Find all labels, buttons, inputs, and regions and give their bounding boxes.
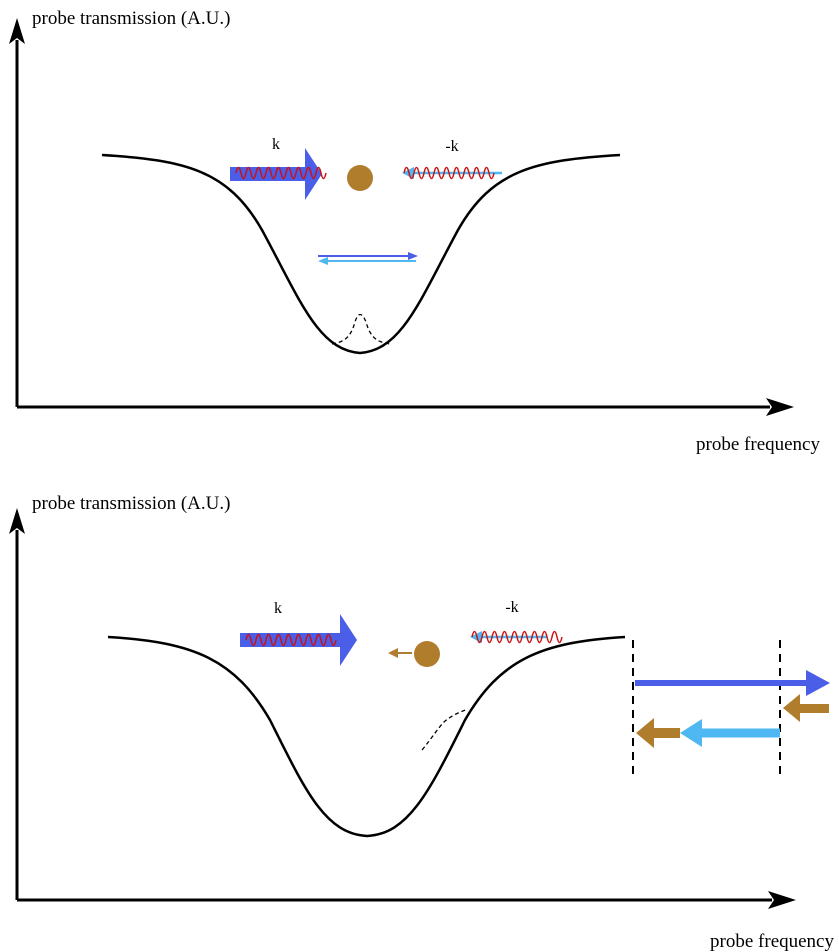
beam-label-minus-k-top: -k bbox=[445, 138, 458, 155]
atom-velocity-head-bottom bbox=[388, 648, 398, 658]
equal-arrow-right-head-top bbox=[408, 252, 418, 260]
atom-shift-arrow-right bbox=[783, 694, 829, 722]
x-axis-top-arrowhead bbox=[766, 398, 794, 416]
panel-bottom: probe transmission (A.U.) probe frequenc… bbox=[9, 493, 834, 952]
beam-label-k-top: k bbox=[272, 136, 280, 153]
atom-top bbox=[347, 165, 373, 191]
equal-arrow-left-head-top bbox=[318, 257, 328, 265]
y-axis-label-bottom: probe transmission (A.U.) bbox=[32, 493, 230, 514]
absorption-curve-bottom bbox=[107, 635, 626, 838]
shifted-feature-bottom bbox=[421, 708, 469, 751]
absorption-curve-top bbox=[101, 153, 621, 355]
panel-top: probe transmission (A.U.) probe frequenc… bbox=[9, 8, 820, 455]
probe-frequency-arrow-head bbox=[680, 719, 702, 747]
probe-beam-head-top bbox=[402, 167, 414, 179]
beam-label-k-bottom: k bbox=[274, 600, 282, 617]
y-axis-label-top: probe transmission (A.U.) bbox=[32, 8, 230, 29]
y-axis-bottom-arrowhead bbox=[9, 508, 25, 534]
atom-bottom bbox=[414, 641, 440, 667]
beam-label-minus-k-bottom: -k bbox=[505, 599, 518, 616]
x-axis-label-bottom: probe frequency bbox=[710, 931, 834, 952]
x-axis-label-top: probe frequency bbox=[696, 434, 820, 455]
x-axis-bottom-arrowhead bbox=[768, 891, 796, 909]
y-axis-top-arrowhead bbox=[9, 18, 25, 44]
probe-beam-head-bottom bbox=[470, 631, 482, 643]
saturation-peak-top bbox=[331, 313, 391, 345]
pump-beam-arrow-bottom bbox=[240, 614, 357, 666]
atom-shift-arrow-left bbox=[636, 718, 680, 748]
pump-frequency-arrow-head bbox=[806, 670, 830, 696]
